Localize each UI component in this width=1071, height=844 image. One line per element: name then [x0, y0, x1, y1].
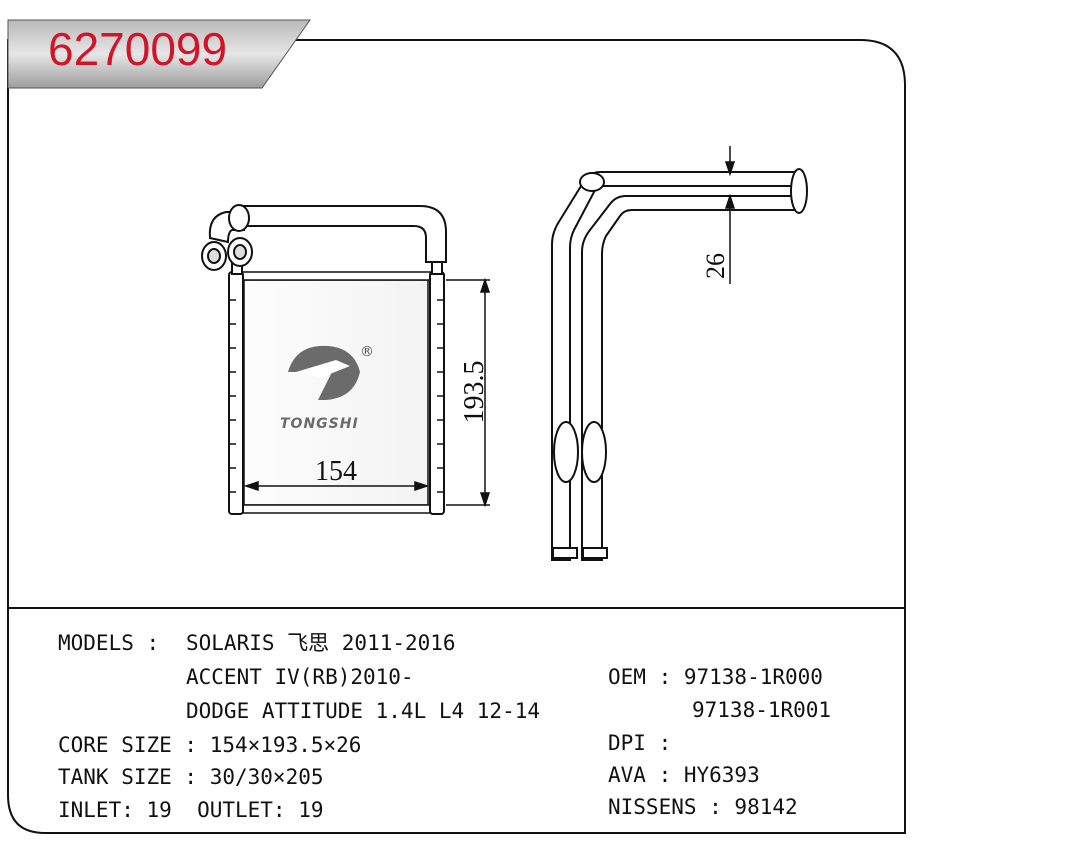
core-size: CORE SIZE : 154×193.5×26: [58, 733, 362, 757]
oem-number-alt: 97138-1R001: [692, 698, 832, 722]
depth-dimension: [724, 146, 736, 284]
model-line-2: ACCENT IV(RB)2010-: [186, 665, 414, 689]
models-label: MODELS :: [58, 631, 160, 655]
nissens-number: NISSENS : 98142: [608, 795, 798, 819]
tongshi-logo: ® TONGSHI: [280, 344, 374, 432]
dpi-number: DPI :: [608, 731, 672, 755]
part-number: 6270099: [48, 23, 228, 75]
outlet-pipe: [239, 205, 447, 263]
inlet-outlet: INLET: 19 OUTLET: 19: [58, 798, 324, 822]
width-dimension: [243, 480, 430, 492]
sheet-border: [7, 39, 906, 834]
depth-value: 26: [701, 253, 730, 279]
right-tank: [429, 271, 445, 515]
height-value: 193.5: [459, 361, 490, 424]
logo-mark: [288, 345, 360, 400]
part-number-tab: [7, 19, 311, 89]
tank-size: TANK SIZE : 30/30×205: [58, 765, 324, 789]
model-line-1: SOLARIS 飞思 2011-2016: [186, 631, 456, 655]
width-value: 154: [315, 456, 357, 487]
left-tank: [228, 271, 244, 515]
height-dimension: [446, 277, 491, 508]
logo-wordmark: TONGSHI: [280, 416, 359, 432]
oem-number: OEM : 97138-1R000: [608, 665, 823, 689]
heater-core-side-view: [551, 168, 808, 561]
ava-number: AVA : HY6393: [608, 763, 760, 787]
model-line-3: DODGE ATTITUDE 1.4L L4 12-14: [186, 699, 541, 723]
registered-mark: ®: [360, 344, 374, 360]
